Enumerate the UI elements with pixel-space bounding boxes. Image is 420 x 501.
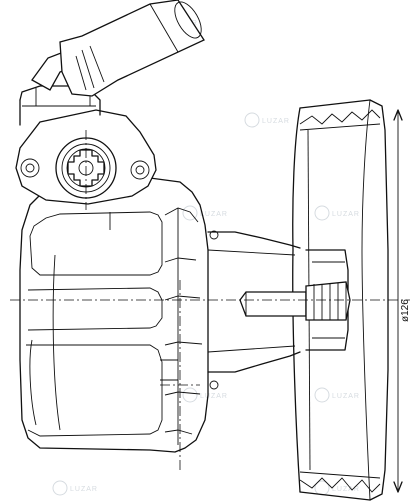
shaft-nut (239, 281, 351, 321)
watermark-logo: LUZAR (314, 205, 360, 221)
watermark-logo: LUZAR (244, 112, 290, 128)
watermark-logo: LUZAR (182, 387, 228, 403)
watermark-text: LUZAR (332, 486, 360, 493)
watermark-text: LUZAR (332, 211, 360, 218)
watermark-text: LUZAR (70, 486, 98, 493)
watermark-text: LUZAR (200, 211, 228, 218)
pump-housing (19, 177, 219, 453)
watermark-logo: LUZAR (52, 480, 98, 496)
center-lines (10, 130, 410, 470)
watermark-pattern: LUZAR LUZAR LUZAR LUZAR LUZAR LUZAR LUZA… (52, 14, 360, 496)
watermark-logo: LUZAR (314, 387, 360, 403)
watermark-logo: LUZAR (182, 205, 228, 221)
pulley (292, 99, 389, 501)
watermark-text: LUZAR (332, 393, 360, 400)
watermark-text: LUZAR (200, 393, 228, 400)
inlet-pipe (31, 0, 205, 97)
dimension-label: ø126 (400, 299, 411, 322)
watermark-text: LUZAR (262, 118, 290, 125)
diameter-dimension: ø126 (393, 109, 411, 493)
